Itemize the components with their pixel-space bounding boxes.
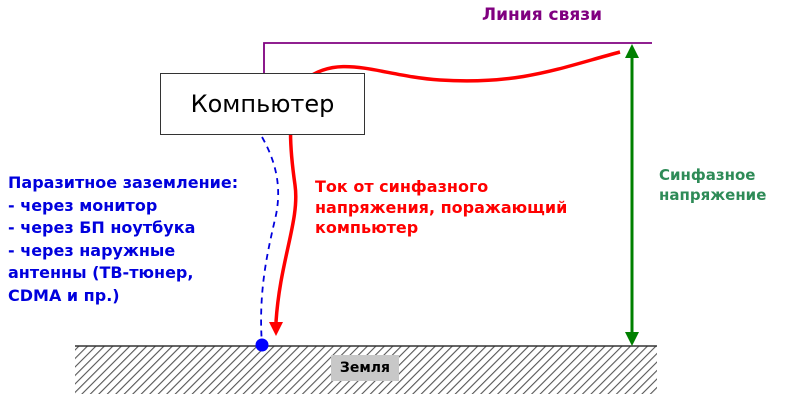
common-mode-voltage-note: Синфазное напряжение [659,166,767,204]
common-mode-current-note: Ток от синфазного напряжения, поражающий… [315,177,568,237]
voltage-arrowhead-top-icon [625,44,639,58]
communication-line-label: Линия связи [482,5,603,25]
ground-label: Земля [331,355,399,381]
voltage-arrowhead-bottom-icon [625,332,639,346]
computer-label: Компьютер [190,90,335,118]
computer-box: Компьютер [160,73,365,135]
ground-label-text: Земля [339,360,391,376]
parasitic-ground-point [255,338,269,352]
current-arrowhead-icon [269,322,283,336]
parasitic-grounding-note: Паразитное заземление: - через монитор -… [8,173,239,305]
communication-line [263,42,652,73]
parasitic-ground-path [260,136,279,346]
